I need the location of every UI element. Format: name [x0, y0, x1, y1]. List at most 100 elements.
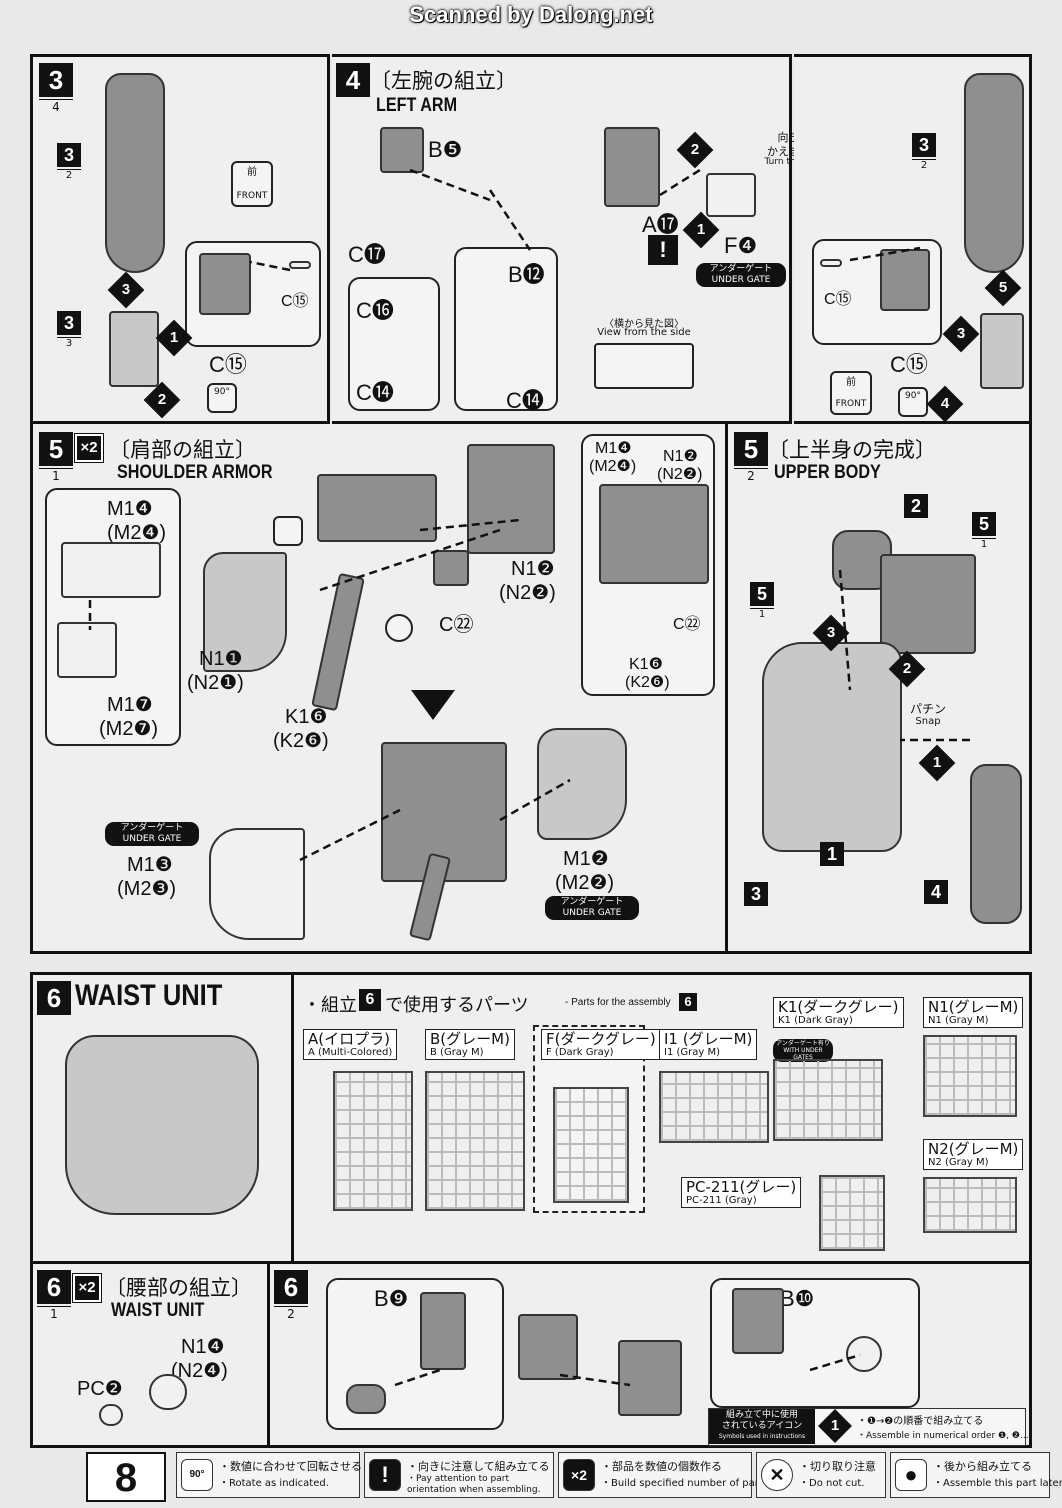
order-badge: 4 [926, 385, 964, 423]
order-badge: 5 [984, 269, 1022, 307]
label-c14a: C⓮ [356, 380, 394, 405]
runner-pc211 [819, 1175, 885, 1251]
label-k26: (K2❻) [273, 730, 329, 752]
d-label-c22: C㉒ [673, 616, 701, 633]
label-c22: C㉒ [439, 614, 474, 636]
m17-part [57, 622, 117, 678]
parts-title-step-en: 6 [679, 993, 697, 1011]
d-label-m14: M1❹ [595, 440, 632, 457]
label-pc2: PC❷ [77, 1378, 123, 1400]
front-icon-box [830, 371, 872, 415]
order-badge: 2 [888, 650, 926, 688]
n11-part [203, 552, 287, 672]
title-en: SHOULDER ARMOR [117, 462, 273, 483]
m1-subassembly-box [45, 488, 181, 746]
legend-jp: ・部品を数値の個数作る [601, 1460, 722, 1473]
label-a17: A⓱ [642, 212, 679, 237]
waist-unit-illustration [65, 1035, 259, 1215]
step-6-2-panel: 6 2 B❾ B❿ 組み立て中に使用 されているアイコン Symbols use… [270, 1264, 1032, 1448]
step-3-4-panel: 3 4 3 2 3 3 C⑮ C⑮ 前 FRONT 90° 3 1 2 [30, 54, 330, 424]
runner-f-jp: F(ダークグレー) [546, 1030, 656, 1048]
label-k16: K1❻ [285, 706, 328, 728]
legend-en: ・Pay attention to part orientation when … [407, 1474, 541, 1495]
legend-en: ・Do not cut. [799, 1478, 865, 1489]
title-en: WAIST UNIT [111, 1300, 205, 1321]
ref-step-3: 3 [912, 133, 936, 157]
ref-step-3: 3 [744, 882, 768, 906]
d-label-m24: (M2❹) [589, 458, 637, 475]
runner-label-a: A(イロプラ)A (Multi-Colored) [303, 1029, 398, 1060]
runner-i1 [659, 1071, 769, 1143]
title-en: UPPER BODY [774, 462, 881, 483]
shoulder-top-part [317, 474, 437, 542]
step-sub: 1 [39, 468, 73, 483]
label-c15b: C⑮ [890, 352, 928, 377]
c16-detail-box [348, 277, 440, 411]
d-label-n22: (N2❷) [657, 466, 703, 483]
label-m27: (M2❼) [99, 718, 159, 740]
c15-part [820, 259, 842, 267]
runner-b-en: B (Gray M) [430, 1047, 484, 1058]
arm-part [970, 764, 1022, 924]
legend-assemble-later: ● ・後から組み立てる ・Assemble this part later. [890, 1452, 1062, 1498]
k16-part [311, 572, 365, 712]
arm-lower-part [980, 313, 1024, 389]
label-n21: (N2❶) [187, 672, 244, 694]
ref-step-1: 1 [820, 842, 844, 866]
runner-f-en: F (Dark Gray) [546, 1047, 614, 1058]
elbow-part [706, 173, 756, 217]
with-under-gates-pill: アンダーゲート有り WITH UNDER GATES [773, 1039, 833, 1062]
multiplier-icon: ×2 [72, 1273, 102, 1303]
step-3-mirror-panel: 3 2 C⑮ C⑮ 前 FRONT 90° 5 3 4 [794, 54, 1032, 424]
ref-step-3b: 3 [57, 311, 81, 335]
label-b12: B⓬ [508, 262, 545, 287]
legend-en: ・Build specified number of parts. [601, 1478, 772, 1489]
d-label-n12: N1❷ [663, 448, 698, 465]
front-jp: 前 [846, 377, 856, 388]
legend-en: ・Assemble this part later. [933, 1478, 1062, 1489]
order-badge: 3 [107, 271, 145, 309]
runner-label-f: F(ダークグレー)F (Dark Gray) [541, 1029, 661, 1060]
under-gate-jp: アンダーゲート [120, 823, 184, 833]
attention-icon: ! [648, 235, 678, 265]
hip-frame-part [518, 1314, 578, 1380]
side-jp: 〈横から見た図〉 [604, 319, 684, 330]
label-b5: B❺ [428, 137, 463, 162]
runner-n1-jp: N1(グレーM) [928, 998, 1019, 1016]
label-n12: N1❷ [511, 558, 555, 580]
m12-part [537, 728, 627, 840]
d-label-k26: (K2❻) [625, 674, 670, 691]
legend-jp: ・向きに注意して組み立てる [407, 1460, 550, 1473]
label-c17: C⓱ [348, 242, 386, 267]
multiplier-icon: ×2 [563, 1459, 595, 1491]
snap-jp: パチン [909, 702, 946, 716]
ref-step-3-sub: 2 [57, 169, 81, 181]
runner-label-k1: K1(ダークグレー)K1 (Dark Gray) [773, 997, 904, 1028]
assemble-later-icon: ● [895, 1459, 927, 1491]
runner-k1-en: K1 (Dark Gray) [778, 1015, 853, 1026]
order-badge-icon: 1 [818, 1409, 852, 1443]
legend-jp: ・切り取り注意 [799, 1460, 876, 1473]
runner-f [553, 1087, 629, 1203]
under-gate-jp: アンダーゲート [560, 897, 624, 907]
under-gate-jp: アンダーゲート [709, 264, 773, 274]
ref-step-3: 3 [57, 143, 81, 167]
down-arrow-icon [411, 690, 455, 720]
parts-title-en: - Parts for the assembly [565, 997, 671, 1008]
arm-upper-part [964, 73, 1024, 273]
under-gate-en: UNDER GATE [122, 834, 182, 844]
step-sub: 1 [37, 1306, 71, 1321]
step-number: 5 [734, 432, 768, 466]
symbols-title-en: Symbols used in instructions [718, 1433, 806, 1440]
symbols-title-jp1: 組み立て中に使用 [725, 1410, 798, 1420]
seq-jp: ・❶→❷の順番で組み立てる [857, 1416, 984, 1427]
rotate-icon: 90° [181, 1459, 213, 1491]
n12-part [467, 444, 555, 554]
step-number: 4 [336, 63, 370, 97]
ref-step-2: 2 [904, 494, 928, 518]
hand-part [199, 253, 251, 315]
order-badge: 2 [143, 381, 181, 419]
runner-n2-jp: N2(グレーM) [928, 1140, 1019, 1158]
front-jp: 前 [247, 167, 257, 178]
